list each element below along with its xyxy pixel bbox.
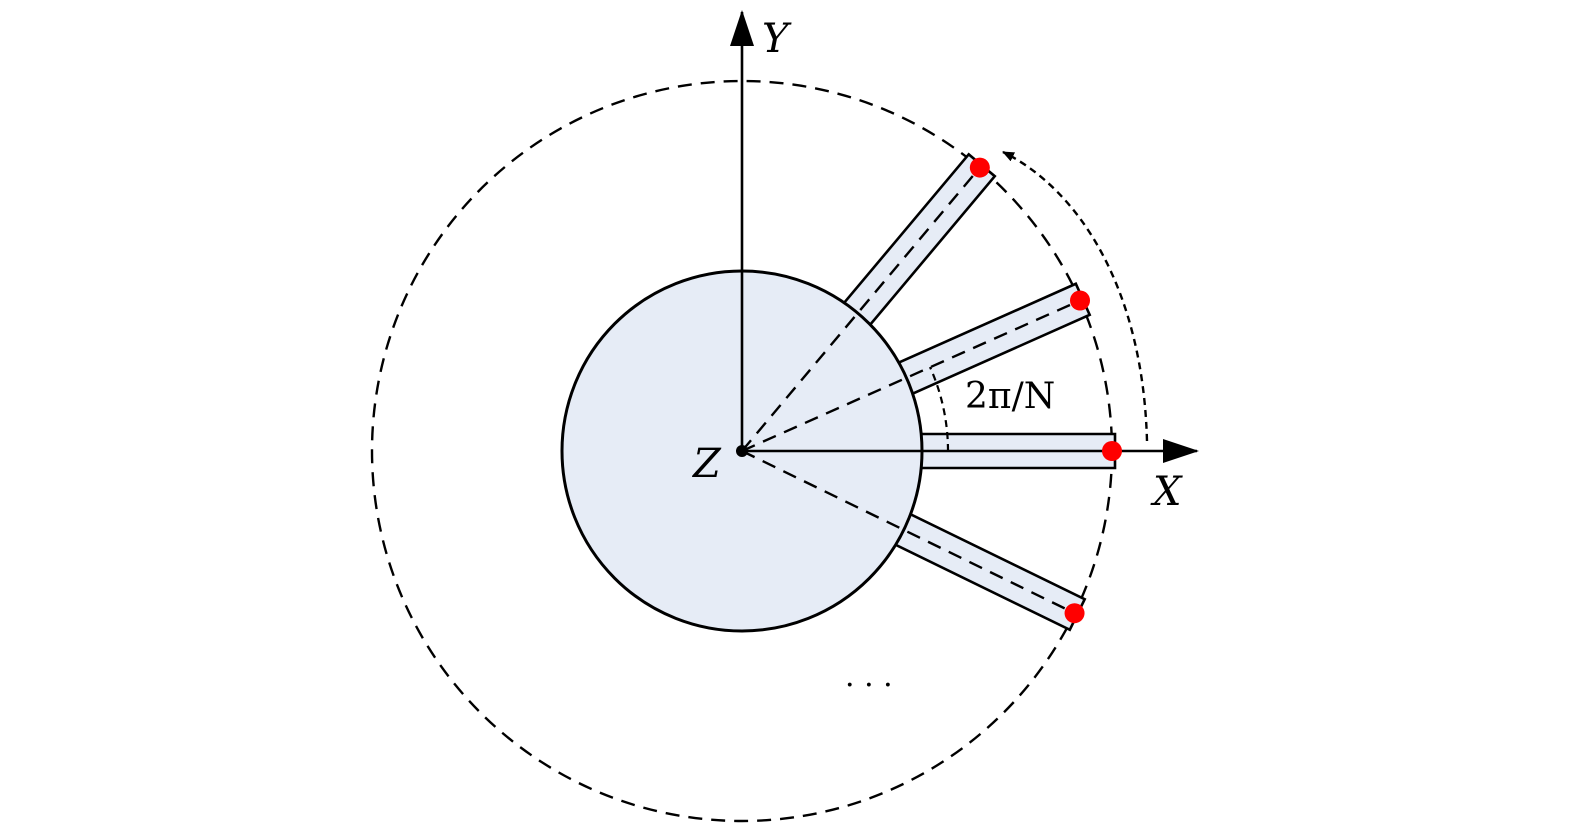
sensor-point-arm-0deg — [1102, 441, 1122, 461]
sensor-points — [969, 157, 1122, 624]
arms-group — [836, 152, 1117, 632]
y-axis-label: Y — [762, 16, 792, 62]
rotation-arrow — [1002, 150, 1149, 442]
x-axis-label: X — [1150, 469, 1183, 515]
sensor-point-arm-24deg — [1070, 290, 1091, 311]
radial-line-arm-50deg — [741, 166, 981, 452]
z-axis-label: Z — [691, 441, 722, 487]
sensor-point-arm-50deg — [969, 157, 990, 178]
ellipsis-label: · · · — [845, 668, 893, 703]
origin-point — [736, 445, 748, 457]
radial-lines — [741, 166, 1081, 615]
angle-label: 2π/N — [965, 376, 1055, 417]
radial-line-arm-minus26deg — [741, 449, 1076, 615]
sensor-point-arm-minus26deg — [1064, 603, 1085, 624]
radial-line-arm-24deg — [741, 299, 1081, 453]
